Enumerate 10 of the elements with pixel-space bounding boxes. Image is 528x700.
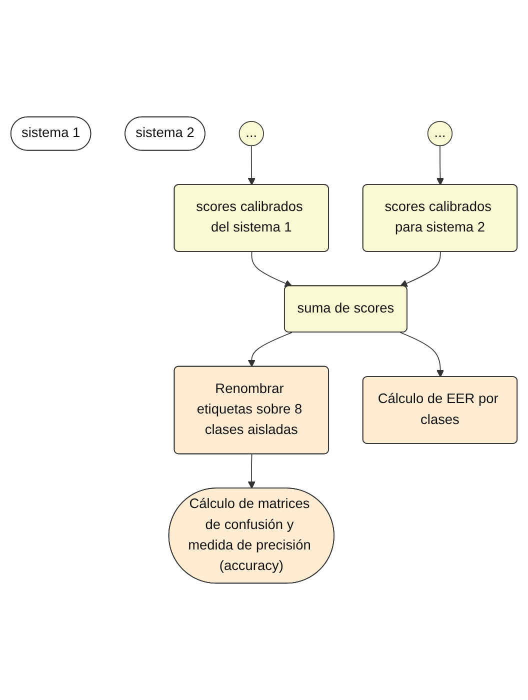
node-circle [427, 120, 453, 146]
arrow [248, 454, 256, 489]
node-circle [238, 120, 264, 146]
arrow [251, 251, 292, 287]
flowchart: sistema 1 sistema 2 ... ... scores calibrados del sistema 1 scores calibrados para sistema 2 suma de scores Renombrar etiquetas sobre 8 clases aisladas Cálculo de EER por clases Cálculo de matrices de confusión y medida de precisión (accuracy) [4, 110, 524, 590]
arrow [400, 251, 441, 287]
arrow [248, 332, 292, 368]
arrow [436, 145, 444, 186]
arrow [248, 145, 256, 186]
arrow [400, 332, 444, 378]
